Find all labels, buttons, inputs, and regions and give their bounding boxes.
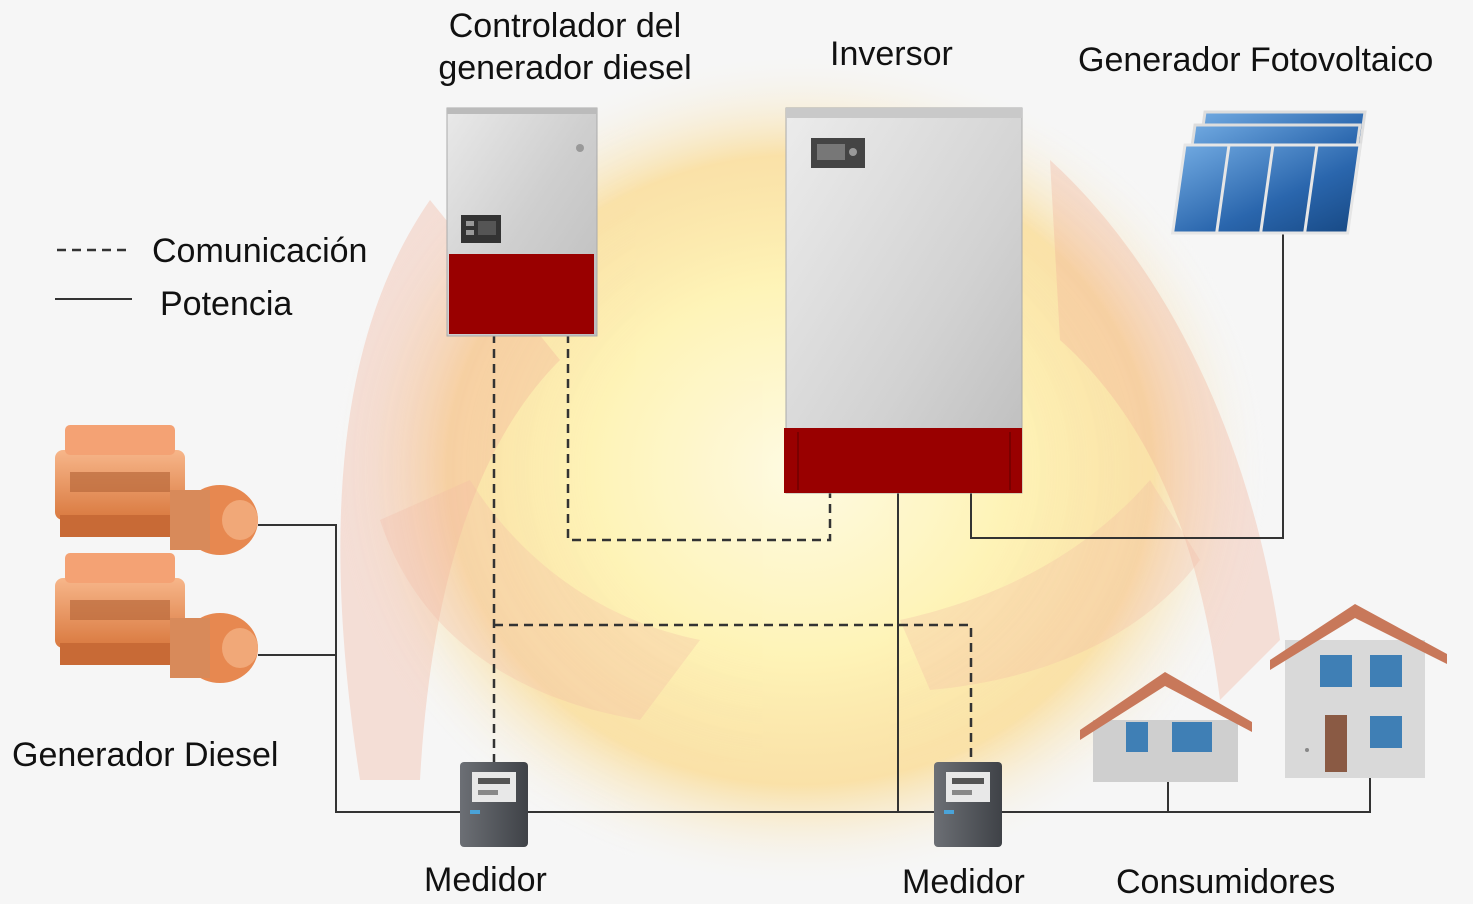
controller-label: Controlador del generador diesel: [415, 4, 715, 90]
communication-lines: [492, 334, 973, 762]
inverter-unit: [784, 107, 1023, 494]
meter-left-device: [460, 762, 528, 847]
diesel-controller-cabinet: [446, 107, 598, 337]
legend-communication-label: Comunicación: [152, 232, 368, 270]
power-lines: [258, 232, 1371, 813]
diesel-label: Generador Diesel: [12, 736, 279, 774]
house-small: [1080, 672, 1252, 782]
inverter-red-panel: [784, 428, 1022, 493]
meter-left-label: Medidor: [424, 861, 547, 899]
inverter-label: Inversor: [830, 35, 953, 73]
controller-label-line2: generador diesel: [438, 49, 692, 88]
meter-right-device: [934, 762, 1002, 847]
house-large: [1270, 604, 1447, 778]
pv-label: Generador Fotovoltaico: [1078, 41, 1434, 79]
legend-power-label: Potencia: [160, 285, 293, 323]
diesel-engine-top: [55, 425, 258, 555]
controller-label-line1: Controlador del: [448, 7, 682, 45]
consumers-label: Consumidores: [1116, 863, 1336, 901]
controller-red-panel: [449, 254, 594, 334]
pv-panels: [1170, 110, 1367, 235]
diesel-engine-bottom: [55, 553, 258, 683]
meter-right-label: Medidor: [902, 863, 1025, 901]
